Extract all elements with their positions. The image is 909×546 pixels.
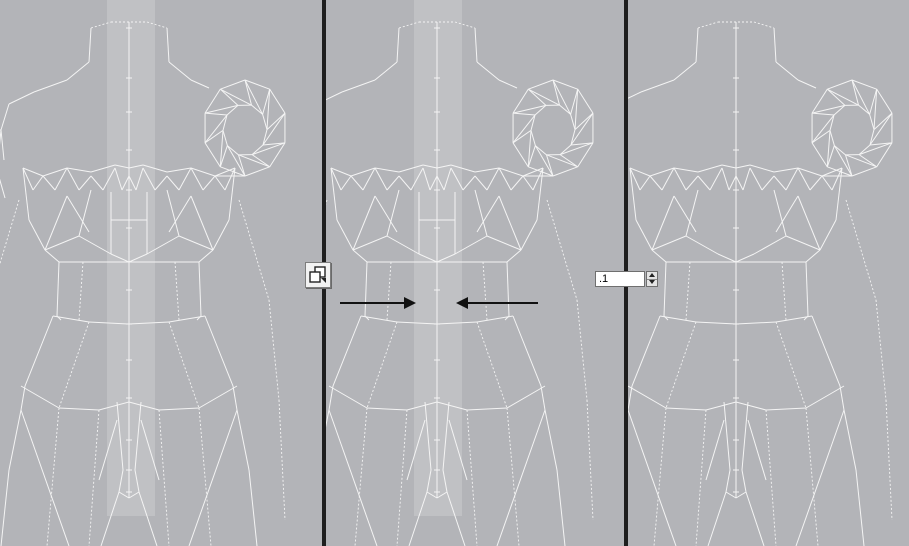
viewport-panel-scale[interactable]: [326, 0, 624, 546]
torso-wireframe-mesh: [0, 0, 322, 546]
caret-up-icon: [649, 273, 655, 277]
caret-down-icon: [649, 280, 655, 284]
torso-wireframe-mesh: [326, 0, 624, 546]
spinner-arrows[interactable]: [646, 271, 658, 287]
torso-wireframe-mesh: [628, 0, 909, 546]
scale-value-input[interactable]: [595, 271, 645, 287]
viewport-panel-original[interactable]: [0, 0, 322, 546]
spinner-down-button[interactable]: [647, 279, 657, 286]
scale-tool-button[interactable]: [305, 262, 331, 288]
scale-value-spinner[interactable]: [595, 271, 659, 287]
viewport-panel-result[interactable]: [628, 0, 909, 546]
scale-tool-icon: [309, 266, 327, 284]
